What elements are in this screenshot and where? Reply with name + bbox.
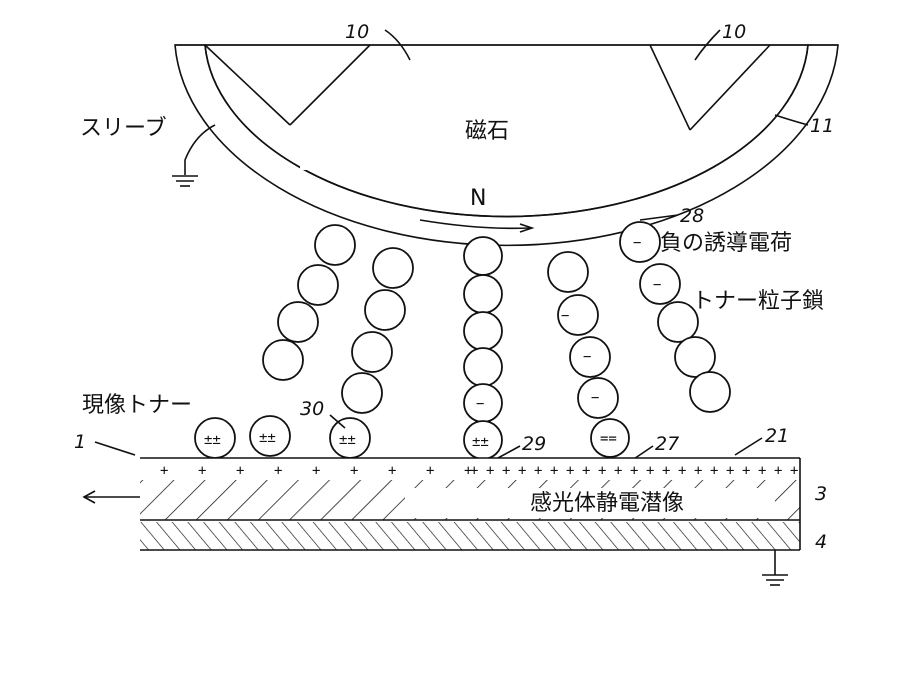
plus-charge: +: [726, 463, 734, 479]
plus-charge: +: [486, 463, 494, 479]
ref-29: 29: [522, 433, 546, 455]
ref-10-right: 10: [722, 21, 746, 43]
plus-charge: +: [160, 463, 168, 479]
latent-image-label: 感光体静電潜像: [530, 491, 684, 516]
svg-text:−: −: [653, 277, 661, 293]
plus-charge: +: [566, 463, 574, 479]
negative-charge-label: 負の誘導電荷: [660, 231, 792, 256]
plus-charge: +: [758, 463, 766, 479]
svg-text:−: −: [476, 396, 484, 412]
plus-charge: +: [694, 463, 702, 479]
toner-chain-25: [341, 247, 414, 414]
toner-chain-26: [262, 224, 356, 381]
toner-chain-label: トナー粒子鎖: [692, 289, 824, 314]
svg-text:−: −: [591, 390, 599, 406]
plus-charge: +: [470, 463, 478, 479]
plus-charge: +: [598, 463, 606, 479]
developing-toner-label: 現像トナー: [82, 393, 192, 418]
plus-charge: +: [614, 463, 622, 479]
substrate-layer: [140, 522, 800, 551]
toner-chain-22: [619, 221, 731, 413]
ref-27: 27: [655, 433, 679, 455]
plus-charge: +: [790, 463, 798, 479]
ref-10-left: 10: [345, 21, 369, 43]
ground-icon: [762, 550, 788, 586]
plus-charge: +: [350, 463, 358, 479]
plus-charge: +: [582, 463, 590, 479]
ref-4: 4: [815, 531, 827, 553]
plus-charge: +: [646, 463, 654, 479]
sleeve-leader: [184, 124, 216, 175]
plus-charge: +: [274, 463, 282, 479]
plus-charge: +: [678, 463, 686, 479]
plus-charge: +: [198, 463, 206, 479]
developed-toner-particles: ±± ±± ±± ±± ==: [194, 415, 630, 460]
plus-charge: +: [710, 463, 718, 479]
plus-charge: +: [534, 463, 542, 479]
positive-charge-row: + + + + + + + + + + + + + + + + + + + + + + + + + + + + + +: [160, 463, 798, 479]
plus-charge: +: [502, 463, 510, 479]
negative-charge-marks: − − − − − −: [476, 235, 661, 412]
plus-charge: +: [426, 463, 434, 479]
svg-text:−: −: [561, 308, 569, 324]
plus-charge: +: [388, 463, 396, 479]
magnet-label: 磁石: [465, 119, 509, 144]
ref-11: 11: [810, 115, 834, 137]
sleeve-label: スリーブ: [80, 116, 167, 141]
plus-charge: +: [312, 463, 320, 479]
plus-charge: +: [518, 463, 526, 479]
ref-1: 1: [74, 431, 86, 453]
svg-text:±±: ±±: [204, 432, 221, 448]
plus-charge: +: [464, 463, 472, 479]
svg-text:−: −: [583, 349, 591, 365]
ref-28: 28: [680, 205, 704, 227]
ref-30: 30: [300, 398, 324, 420]
svg-text:±±: ±±: [472, 434, 489, 450]
svg-text:±±: ±±: [259, 430, 276, 446]
toner-chain-23: [547, 251, 619, 419]
plus-charge: +: [236, 463, 244, 479]
toner-chain-24: [463, 236, 503, 423]
plus-charge: +: [630, 463, 638, 479]
svg-text:==: ==: [600, 431, 617, 447]
pole-label: N: [470, 186, 486, 211]
plus-charge: +: [774, 463, 782, 479]
plus-charge: +: [742, 463, 750, 479]
svg-text:±±: ±±: [339, 432, 356, 448]
svg-text:−: −: [633, 235, 641, 251]
plus-charge: +: [550, 463, 558, 479]
ref-21: 21: [765, 425, 789, 447]
ref-3: 3: [815, 483, 827, 505]
magnet: [204, 44, 809, 233]
ground-icon: [172, 175, 198, 187]
movement-arrow: [82, 490, 140, 504]
plus-charge: +: [662, 463, 670, 479]
photoreceptor-layer: [140, 457, 801, 550]
